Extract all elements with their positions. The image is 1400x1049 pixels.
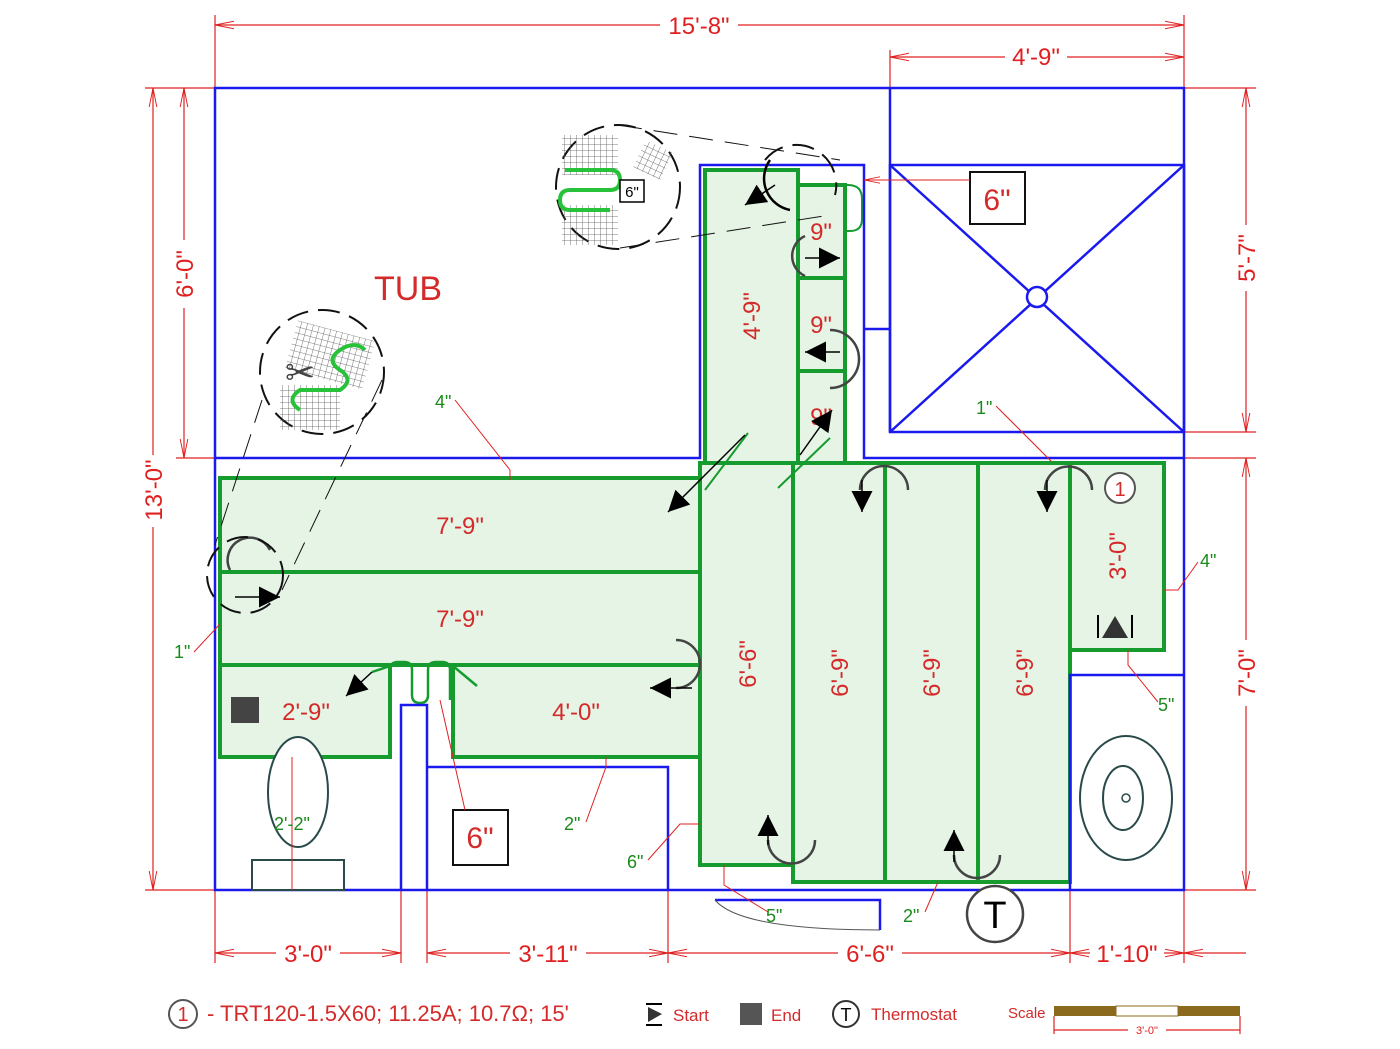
dim-bottom-2: 3'-11" xyxy=(518,941,577,968)
scissors-icon: ✂ xyxy=(285,352,315,393)
callout-tub-offset: 4" xyxy=(435,392,451,412)
room-label-tub: TUB xyxy=(374,270,442,308)
heat-vertical-4 xyxy=(976,461,1072,884)
walls xyxy=(213,86,1186,931)
legend-end-icon xyxy=(740,1003,762,1025)
heat-vertical-1 xyxy=(698,461,795,867)
legend-circuit-number: 1 xyxy=(177,1004,188,1026)
thermostat-icon xyxy=(965,884,1025,944)
label-right-short: 3'-0" xyxy=(1105,532,1132,580)
callout-right-offset: 4" xyxy=(1200,551,1216,571)
dim-tub-depth: 6'-0" xyxy=(172,250,199,298)
callout-door-offset: 5" xyxy=(766,906,782,926)
label-step-2: 9" xyxy=(810,312,832,339)
dim-bottom-1: 3'-0" xyxy=(284,941,332,968)
end-marker-icon xyxy=(231,697,259,723)
dim-lower-right-height: 7'-0" xyxy=(1234,649,1261,697)
dim-overall-height: 13'-0" xyxy=(141,459,168,520)
legend-end: End xyxy=(771,1006,801,1025)
heating-areas xyxy=(218,168,1166,884)
legend-start-icon xyxy=(646,1003,662,1026)
label-step-1: 9" xyxy=(810,219,832,246)
detail-turn-spacing: 6" xyxy=(555,124,841,250)
legend-start: Start xyxy=(673,1006,709,1025)
toilet-clearance: 2'-2" xyxy=(274,814,310,834)
dim-overall-width: 15'-8" xyxy=(668,13,729,40)
label-vertical-2: 6'-9" xyxy=(827,649,854,697)
legend-thermostat-symbol: T xyxy=(841,1005,852,1025)
start-marker-icon xyxy=(1097,615,1133,638)
label-vertical-3: 6'-9" xyxy=(919,649,946,697)
legend-thermostat-icon xyxy=(832,1000,860,1028)
dim-shower-depth: 5'-7" xyxy=(1234,234,1261,282)
dim-bottom-3: 6'-6" xyxy=(846,941,894,968)
legend: 1 - TRT120-1.5X60; 11.25A; 10.7Ω; 15' St… xyxy=(168,999,1241,1037)
shower-drain-icon xyxy=(1025,285,1049,309)
flow-arrows xyxy=(206,234,1094,880)
label-top-run-1: 7'-9" xyxy=(436,513,484,540)
legend-circuit-spec: - TRT120-1.5X60; 11.25A; 10.7Ω; 15' xyxy=(207,1001,569,1026)
dimension-lines: 15'-8" 4'-9" 13'-0" 6'-0" 5'-7" 7'-0" 3'… xyxy=(140,12,1261,968)
label-step-3: 9" xyxy=(810,404,832,431)
detail-cut-mat: ✂ xyxy=(214,309,385,591)
heating-labels: 7'-9" 7'-9" 2'-9" 4'-0" 6'-6" 6'-9" 6'-9… xyxy=(282,219,1132,726)
legend-thermostat: Thermostat xyxy=(871,1005,957,1024)
heat-vertical-2 xyxy=(791,461,887,884)
legend-scale-length: 3'-0" xyxy=(1136,1025,1158,1037)
callouts: 6" 6" 4" 1" 1" 4" 5" 2" 6" 5" 2" 1 T xyxy=(174,171,1216,944)
label-vertical-1: 6'-6" xyxy=(735,640,762,688)
shower-base xyxy=(888,163,1186,434)
detail-spacing: 6" xyxy=(625,184,639,201)
dim-shower-width: 4'-9" xyxy=(1012,44,1060,71)
legend-scale: Scale xyxy=(1008,1005,1046,1022)
callout-sink-offset: 5" xyxy=(1158,695,1174,715)
label-mid-short: 4'-0" xyxy=(552,699,600,726)
callout-left-offset: 1" xyxy=(174,642,190,662)
callout-wall-offset: 6" xyxy=(627,852,643,872)
circuit-marker-number: 1 xyxy=(1114,479,1125,501)
label-top-run-2: 7'-9" xyxy=(436,606,484,633)
callout-shower-offset: 1" xyxy=(976,398,992,418)
toilet: 2'-2" xyxy=(251,736,345,891)
label-left-short: 2'-9" xyxy=(282,699,330,726)
callout-bottom-offset: 2" xyxy=(903,906,919,926)
callout-shower-spacing: 6" xyxy=(983,184,1010,217)
callout-vanity-offset: 2" xyxy=(564,814,580,834)
label-vertical-4: 6'-9" xyxy=(1012,649,1039,697)
dim-bottom-4: 1'-10" xyxy=(1096,941,1157,968)
label-upper-vertical: 4'-9" xyxy=(739,292,766,340)
sink xyxy=(1079,735,1173,861)
scale-bar: 3'-0" xyxy=(1053,1005,1241,1037)
heat-top-run-2 xyxy=(218,570,702,667)
circuit-marker xyxy=(1104,472,1136,504)
thermostat-symbol: T xyxy=(983,895,1006,937)
callout-vanity-spacing: 6" xyxy=(466,822,493,855)
